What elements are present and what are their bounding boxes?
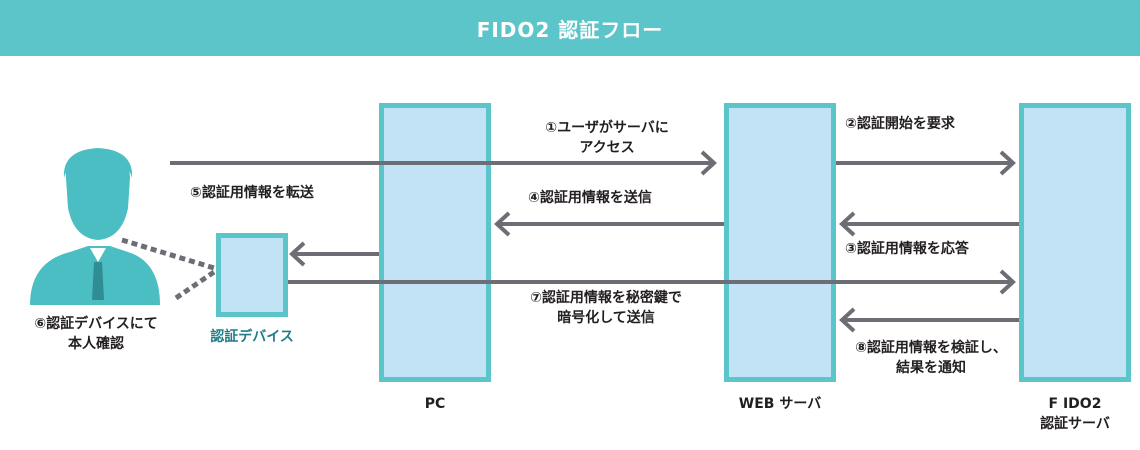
fido2-server-box (1019, 103, 1131, 382)
step8-label: ⑧認証用情報を検証し、 結果を通知 (855, 340, 1007, 376)
step5-label: ⑤認証用情報を転送 (190, 185, 314, 201)
step1-label: ①ユーザがサーバに アクセス (545, 120, 669, 156)
step2-label: ②認証開始を要求 (845, 116, 955, 132)
step6-label: ⑥認証デバイスにて 本人確認 (34, 316, 158, 352)
arrow-step5 (289, 241, 379, 267)
pc-label: PC (424, 396, 446, 412)
pc-box (379, 103, 491, 382)
arrow-step1 (170, 150, 717, 176)
arrow-step8 (839, 307, 1019, 333)
arrow-step4 (494, 211, 724, 237)
step7-label: ⑦認証用情報を秘密鍵で 暗号化して送信 (530, 290, 682, 326)
web-server-label: WEB サーバ (738, 396, 822, 412)
user-icon (30, 148, 160, 305)
auth-device-box (216, 233, 288, 317)
step4-label: ④認証用情報を送信 (528, 190, 652, 206)
arrow-step3 (839, 211, 1019, 237)
step3-label: ③認証用情報を応答 (845, 241, 969, 257)
page-title: FIDO2 認証フロー (0, 0, 1140, 56)
fido2-server-label: F IDO2 認証サーバ (1040, 396, 1110, 432)
auth-device-label: 認証デバイス (210, 329, 294, 345)
arrow-step2 (836, 150, 1016, 176)
web-server-box (724, 103, 836, 382)
arrow-step7 (288, 269, 1016, 295)
dotted-connectors (121, 237, 216, 301)
